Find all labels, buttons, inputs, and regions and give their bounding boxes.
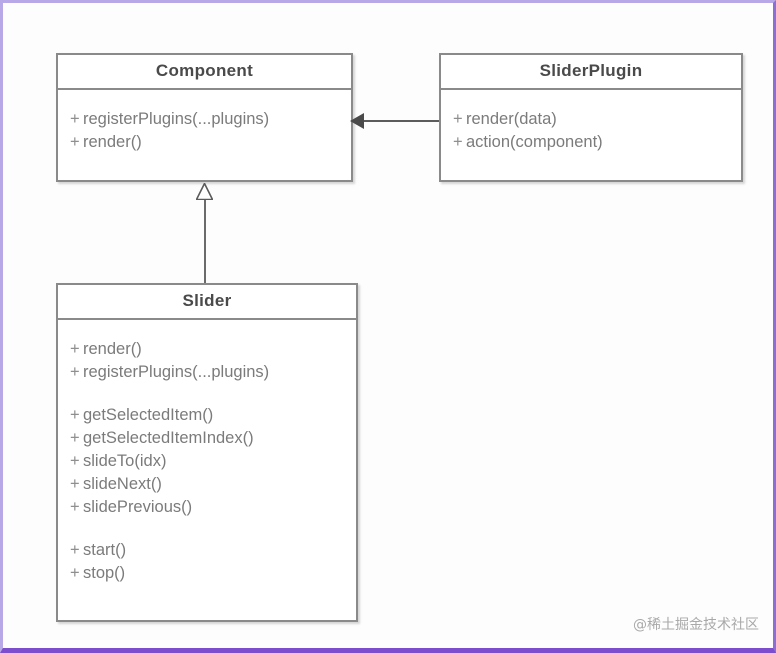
member-signature: slideNext(): [83, 475, 162, 493]
visibility-marker: +: [70, 363, 80, 381]
uml-members-slider: +render() +registerPlugins(...plugins) +…: [58, 320, 356, 595]
uml-member: +slidePrevious(): [70, 496, 356, 519]
visibility-marker: +: [70, 406, 80, 424]
uml-member: +start(): [70, 539, 356, 562]
uml-member: +getSelectedItem(): [70, 404, 356, 427]
association-line-sliderplugin-component: [359, 120, 439, 122]
member-signature: render(): [83, 340, 142, 358]
uml-class-title-slider: Slider: [58, 285, 356, 320]
visibility-marker: +: [70, 133, 80, 151]
uml-member: +registerPlugins(...plugins): [70, 108, 351, 131]
uml-class-component[interactable]: Component +registerPlugins(...plugins) +…: [56, 53, 353, 182]
member-signature: action(component): [466, 133, 603, 151]
member-group-separator: [70, 519, 356, 539]
uml-member: +render(data): [453, 108, 741, 131]
member-signature: render(): [83, 133, 142, 151]
member-signature: registerPlugins(...plugins): [83, 363, 270, 381]
uml-member: +render(): [70, 131, 351, 154]
member-signature: slidePrevious(): [83, 498, 193, 516]
uml-members-component: +registerPlugins(...plugins) +render(): [58, 90, 351, 164]
visibility-marker: +: [70, 475, 80, 493]
visibility-marker: +: [453, 110, 463, 128]
uml-class-title-component: Component: [58, 55, 351, 90]
watermark: @稀土掘金技术社区: [633, 617, 759, 633]
visibility-marker: +: [70, 340, 80, 358]
uml-member: +render(): [70, 338, 356, 361]
visibility-marker: +: [70, 110, 80, 128]
uml-members-sliderplugin: +render(data) +action(component): [441, 90, 741, 164]
uml-member: +slideNext(): [70, 473, 356, 496]
visibility-marker: +: [453, 133, 463, 151]
visibility-marker: +: [70, 452, 80, 470]
uml-member: +registerPlugins(...plugins): [70, 361, 356, 384]
uml-member: +slideTo(idx): [70, 450, 356, 473]
filled-arrowhead-icon: [350, 113, 364, 129]
uml-member: +stop(): [70, 562, 356, 585]
visibility-marker: +: [70, 564, 80, 582]
member-group-separator: [70, 384, 356, 404]
member-signature: render(data): [466, 110, 557, 128]
uml-member: +getSelectedItemIndex(): [70, 427, 356, 450]
visibility-marker: +: [70, 498, 80, 516]
member-signature: start(): [83, 541, 127, 559]
member-signature: getSelectedItemIndex(): [83, 429, 254, 447]
member-signature: slideTo(idx): [83, 452, 167, 470]
member-signature: stop(): [83, 564, 126, 582]
uml-class-sliderplugin[interactable]: SliderPlugin +render(data) +action(compo…: [439, 53, 743, 182]
generalization-line-slider-component: [204, 199, 206, 283]
uml-member: +action(component): [453, 131, 741, 154]
member-signature: registerPlugins(...plugins): [83, 110, 270, 128]
member-signature: getSelectedItem(): [83, 406, 214, 424]
uml-class-slider[interactable]: Slider +render() +registerPlugins(...plu…: [56, 283, 358, 622]
visibility-marker: +: [70, 429, 80, 447]
visibility-marker: +: [70, 541, 80, 559]
uml-class-title-sliderplugin: SliderPlugin: [441, 55, 741, 90]
hollow-triangle-icon: [196, 183, 213, 200]
